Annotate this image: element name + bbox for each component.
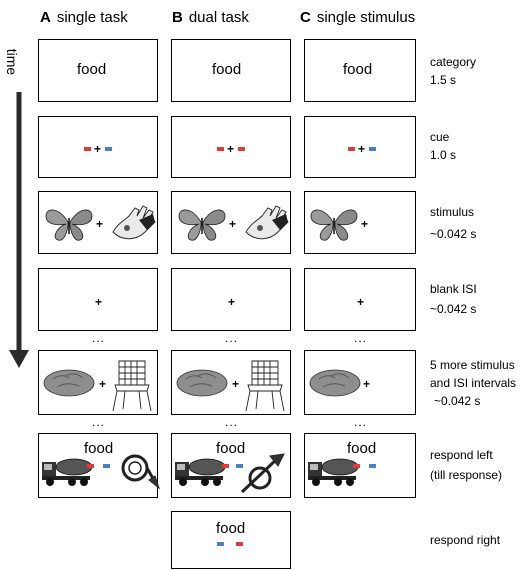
truck-icon — [175, 458, 226, 486]
bread-icon — [176, 369, 228, 397]
butterfly-icon — [45, 209, 93, 241]
panel-category-a: food — [38, 39, 158, 102]
panel-cue-b: + — [171, 116, 291, 178]
svg-text:+: + — [358, 142, 365, 156]
svg-text:+: + — [96, 217, 103, 231]
chair-icon — [245, 360, 285, 412]
panel-blank-c: + — [304, 268, 416, 331]
panel-respond-right-b: food — [171, 511, 291, 569]
svg-text:+: + — [361, 217, 368, 231]
ellipsis: ... — [225, 415, 239, 429]
panel-cue-c: + — [304, 116, 416, 178]
glove-icon — [245, 205, 289, 240]
panel-category-c: food — [304, 39, 416, 102]
svg-text:+: + — [363, 377, 370, 391]
panel-respond-left-b: food — [171, 433, 291, 498]
french-horn-icon — [121, 454, 161, 490]
panel-more-stimulus-a: + — [38, 350, 158, 415]
panel-category-b: food — [171, 39, 291, 102]
truck-icon — [308, 458, 359, 486]
ellipsis: ... — [354, 415, 368, 429]
butterfly-icon — [310, 209, 358, 241]
panel-stimulus-b: + — [171, 191, 291, 254]
truck-icon — [42, 458, 93, 486]
bread-icon — [309, 369, 361, 397]
panel-stimulus-a: + — [38, 191, 158, 254]
panel-respond-left-c: food — [304, 433, 416, 498]
panel-more-stimulus-c: + — [304, 350, 416, 415]
row-label-stimulus: stimulus~0.042 s — [430, 205, 477, 241]
ellipsis: ... — [92, 331, 106, 345]
svg-text:+: + — [99, 377, 106, 391]
ellipsis: ... — [354, 331, 368, 345]
svg-text:+: + — [228, 295, 235, 309]
chair-icon — [112, 360, 152, 412]
svg-text:+: + — [357, 295, 364, 309]
butterfly-icon — [178, 209, 226, 241]
svg-text:+: + — [227, 142, 234, 156]
panel-respond-left-a: food — [38, 433, 161, 498]
row-label-blank-isi: blank ISI~0.042 s — [430, 282, 477, 316]
glove-icon — [112, 205, 156, 240]
french-horn-icon — [240, 453, 285, 494]
panel-blank-a: + — [38, 268, 158, 331]
svg-text:+: + — [94, 142, 101, 156]
svg-text:+: + — [232, 377, 239, 391]
bread-icon — [43, 369, 95, 397]
svg-text:+: + — [95, 295, 102, 309]
ellipsis: ... — [225, 331, 239, 345]
panel-more-stimulus-b: + — [171, 350, 291, 415]
svg-text:+: + — [229, 217, 236, 231]
panel-stimulus-c: + — [304, 191, 416, 254]
row-label-respond-right: respond right — [430, 533, 501, 547]
row-label-respond-left: respond left(till response) — [430, 448, 503, 482]
panel-cue-a: + — [38, 116, 158, 178]
panel-blank-b: + — [171, 268, 291, 331]
ellipsis: ... — [92, 415, 106, 429]
